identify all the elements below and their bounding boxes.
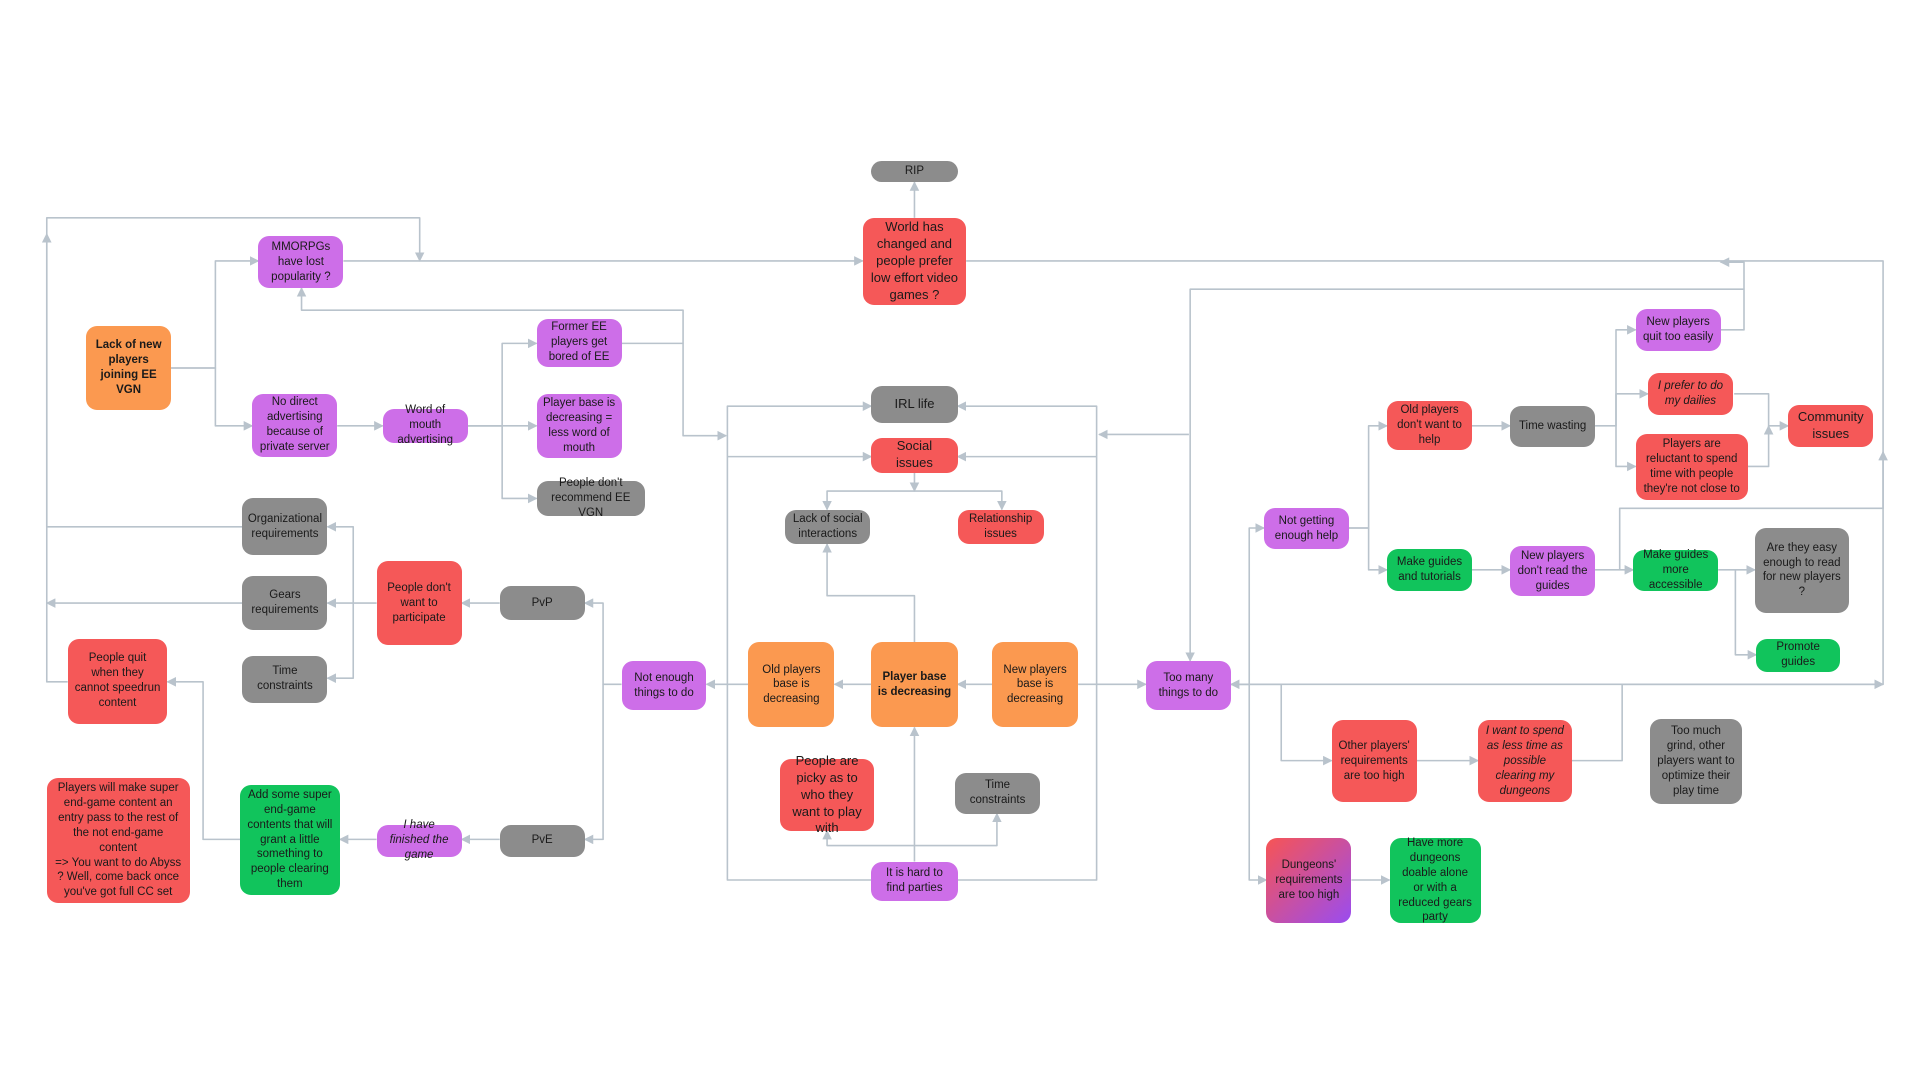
node-pve[interactable]: PvE [499,824,585,857]
node-old-players-no-help[interactable]: Old players don't want to help [1387,401,1472,451]
connector-arrow [1747,424,1774,468]
connector-arrow [1348,421,1389,529]
connector-arrow [822,490,915,511]
node-not-enough-things[interactable]: Not enough things to do [621,660,707,711]
node-former-players-bored[interactable]: Former EE players get bored of EE [536,318,622,367]
connector-arrow [1571,679,1885,762]
node-pvp[interactable]: PvP [499,585,585,621]
node-world-changed[interactable]: World has changed and people prefer low … [862,217,967,306]
connector-arrow [1618,450,1888,570]
node-new-players-quit[interactable]: New players quit too easily [1635,308,1721,351]
connector-arrow [1719,257,1745,290]
node-entry-pass-warning[interactable]: Players will make super end-game content… [46,777,190,904]
node-dont-recommend[interactable]: People don't recommend EE VGN [536,477,645,519]
connector-arrow [583,684,604,845]
node-too-much-grind[interactable]: Too much grind, other players want to op… [1650,718,1742,804]
node-player-base-decreasing[interactable]: Player base is decreasing [871,642,958,728]
node-less-word-of-mouth[interactable]: Player base is decreasing = less word of… [536,393,622,458]
connector-arrow [1230,523,1265,686]
connector-arrow [1248,684,1268,885]
node-word-of-mouth[interactable]: Word of mouth advertising [382,404,468,446]
connector-arrow [914,490,1007,511]
node-old-player-base[interactable]: Old players base is decreasing [748,642,835,728]
node-add-super-endgame[interactable]: Add some super end-game contents that wi… [240,785,340,895]
node-new-players-dont-read[interactable]: New players don't read the guides [1510,546,1596,596]
node-new-player-base[interactable]: New players base is decreasing [992,642,1079,728]
node-make-guides[interactable]: Make guides and tutorials [1387,548,1472,591]
connector-arrow [166,677,241,841]
connector-arrow [171,256,260,369]
node-relationship-issues[interactable]: Relationship issues [957,509,1044,544]
connector-arrow [726,401,873,881]
connector-arrow [41,232,68,683]
node-irl-life[interactable]: IRL life [871,386,958,424]
node-promote-guides[interactable]: Promote guides [1756,638,1840,672]
node-too-many-things[interactable]: Too many things to do [1145,660,1231,711]
connector-arrow [326,521,377,604]
node-organizational-requirements[interactable]: Organizational requirements [242,498,328,556]
connector-arrow [1615,425,1637,472]
connector-arrow [45,217,425,528]
node-rip[interactable]: RIP [871,161,958,183]
node-easy-enough[interactable]: Are they easy enough to read for new pla… [1755,528,1849,613]
node-lack-social-interactions[interactable]: Lack of social interactions [785,509,871,544]
node-prefer-dailies[interactable]: I prefer to do my dailies [1648,372,1733,415]
node-no-direct-advertising[interactable]: No direct advertising because of private… [252,393,338,457]
connector-arrow [1595,325,1637,427]
node-players-reluctant[interactable]: Players are reluctant to spend time with… [1635,434,1748,500]
node-gears-requirements[interactable]: Gears requirements [242,576,328,631]
node-not-enough-help[interactable]: Not getting enough help [1264,508,1349,549]
connector-arrow [467,425,538,504]
connector-arrow [1348,527,1389,575]
node-social-issues[interactable]: Social issues [871,438,958,473]
node-more-dungeons[interactable]: Have more dungeons doable alone or with … [1389,837,1481,923]
connector-arrow [1615,389,1649,426]
connector-arrow [822,543,916,643]
node-hard-to-find-parties[interactable]: It is hard to find parties [871,861,958,901]
node-time-constraints-left[interactable]: Time constraints [242,656,328,703]
node-dungeon-requirements[interactable]: Dungeons' requirements are too high [1266,838,1352,924]
node-time-constraints-center[interactable]: Time constraints [955,772,1040,814]
node-quit-speedrun[interactable]: People quit when they cannot speedrun co… [67,638,168,724]
node-time-wasting[interactable]: Time wasting [1510,406,1596,447]
node-mmorpg-popularity[interactable]: MMORPGs have lost popularity ? [258,236,344,288]
node-lack-new-players[interactable]: Lack of new players joining EE VGN [86,326,172,410]
connector-arrow [171,367,254,431]
node-dont-participate[interactable]: People don't want to participate [376,561,462,645]
node-picky-people[interactable]: People are picky as to who they want to … [780,753,874,835]
connector-arrow [1230,683,1333,766]
connector-arrow [1734,393,1790,431]
connector-arrow [956,401,1098,881]
connector-arrow [326,603,355,683]
node-other-players-requirements[interactable]: Other players' requirements are too high [1331,720,1417,803]
node-less-time-dungeons[interactable]: I want to spend as less time as possible… [1478,720,1572,803]
connector-arrow [621,342,728,441]
connector-arrow [822,829,915,847]
connector-arrow [1734,569,1758,660]
connector-arrow [583,598,622,686]
connector-arrow [296,287,684,344]
node-finished-game[interactable]: I have finished the game [376,819,462,861]
node-guides-accessible[interactable]: Make guides more accessible [1633,549,1719,591]
connector-arrow [914,812,1002,847]
node-community-issues[interactable]: Community issues [1788,404,1874,447]
connector-arrow [467,338,538,427]
